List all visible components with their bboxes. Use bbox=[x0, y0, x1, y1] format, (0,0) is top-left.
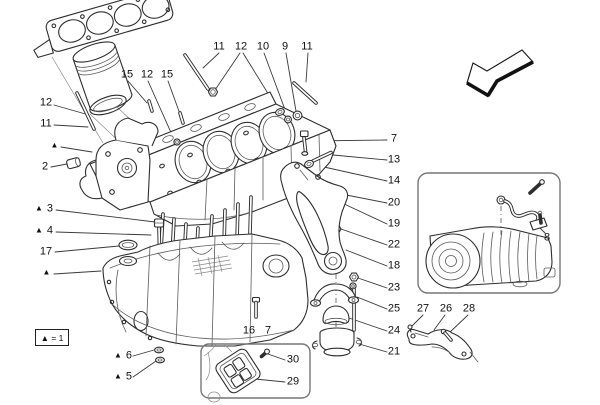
callout-16: 16 bbox=[242, 324, 256, 337]
callout-11: 11 bbox=[213, 40, 225, 53]
triangle-marker-icon: ▲ bbox=[113, 350, 122, 360]
callout-29: 29 bbox=[286, 375, 300, 388]
leader-lines bbox=[50, 52, 546, 383]
callout-22: 22 bbox=[387, 238, 401, 251]
callout-7: 7 bbox=[264, 324, 272, 337]
support-bracket bbox=[406, 324, 479, 363]
triangle-marker-icon: ▲ bbox=[50, 140, 59, 150]
sump-bolt bbox=[251, 296, 261, 319]
spacer-sleeve bbox=[304, 159, 314, 169]
crankcase-block bbox=[79, 91, 337, 227]
callout-17: 17 bbox=[39, 245, 53, 258]
callout-4: ▲ 4 bbox=[34, 224, 54, 237]
callout-3: ▲ 3 bbox=[34, 202, 54, 215]
engine-mount bbox=[311, 327, 363, 357]
triangle-marker-icon: ▲ bbox=[34, 203, 43, 213]
triangle-marker-icon: ▲ bbox=[113, 371, 122, 381]
sump-washer bbox=[154, 346, 165, 364]
callout-20: 20 bbox=[387, 196, 401, 209]
mount-cap bbox=[322, 305, 350, 326]
detail-inset-gearbox bbox=[417, 172, 561, 294]
callout-24: 24 bbox=[387, 324, 401, 337]
washer bbox=[284, 115, 292, 124]
callout-13: 13 bbox=[387, 153, 401, 166]
nut bbox=[292, 110, 303, 121]
bracket-bolt bbox=[299, 130, 309, 156]
piston-ring bbox=[89, 94, 127, 116]
callout-6: ▲ 6 bbox=[113, 349, 133, 362]
callout-10: 10 bbox=[256, 40, 270, 53]
callout-11: 11 bbox=[301, 40, 313, 53]
callout-triangle: ▲ bbox=[43, 268, 52, 279]
callout-8: 8 bbox=[543, 231, 551, 244]
callout-23: 23 bbox=[387, 281, 401, 294]
callout-15: 15 bbox=[160, 68, 174, 81]
legend-text: ▲ = 1 bbox=[40, 332, 64, 343]
callout-12: 12 bbox=[140, 68, 154, 81]
engine-mount-assembly bbox=[309, 272, 363, 357]
dowel-pin bbox=[311, 150, 333, 163]
mount-nut bbox=[348, 272, 360, 282]
callout-14: 14 bbox=[387, 174, 401, 187]
dipstick-tube bbox=[496, 179, 548, 240]
engine-mount-bracket bbox=[280, 161, 349, 275]
callout-5: ▲ 5 bbox=[113, 370, 133, 383]
callout-19: 19 bbox=[387, 217, 401, 230]
triangle-marker-icon: ▲ bbox=[34, 225, 43, 235]
callout-28: 28 bbox=[462, 302, 476, 315]
head-gasket bbox=[33, 0, 174, 58]
bracket-screw bbox=[407, 324, 413, 333]
cylinder-bores bbox=[174, 111, 296, 184]
side-plug bbox=[66, 157, 81, 170]
gearbox bbox=[425, 226, 556, 289]
callout-27: 27 bbox=[416, 302, 430, 315]
cylinder-head-studs bbox=[75, 53, 318, 131]
oil-sump bbox=[102, 233, 309, 347]
callout-12: 12 bbox=[234, 40, 248, 53]
callout-7: 7 bbox=[390, 132, 398, 145]
callout-2: 2 bbox=[41, 160, 49, 173]
callout-18: 18 bbox=[387, 259, 401, 272]
callout-11: 11 bbox=[40, 117, 52, 130]
callout-15: 15 bbox=[120, 68, 134, 81]
o-ring bbox=[118, 239, 138, 251]
cylinder-liner-piston bbox=[72, 41, 133, 112]
callout-21: 21 bbox=[387, 345, 401, 358]
triangle-marker-icon: ▲ bbox=[42, 267, 51, 277]
stud-sleeve bbox=[173, 87, 285, 146]
baffle-plate bbox=[215, 348, 261, 394]
detail-inset-baffle bbox=[200, 343, 311, 403]
callout-25: 25 bbox=[387, 302, 401, 315]
legend-box: ▲ = 1 bbox=[35, 329, 69, 346]
callout-30: 30 bbox=[286, 353, 300, 366]
callout-9: 9 bbox=[281, 40, 289, 53]
bracket-bolt-28 bbox=[440, 328, 453, 342]
direction-arrow-icon bbox=[466, 49, 534, 98]
baffle-bolt bbox=[259, 348, 270, 359]
callout-26: 26 bbox=[439, 302, 453, 315]
callout-triangle: ▲ bbox=[51, 141, 60, 152]
mount-clamp bbox=[309, 283, 360, 307]
callout-12: 12 bbox=[39, 96, 53, 109]
